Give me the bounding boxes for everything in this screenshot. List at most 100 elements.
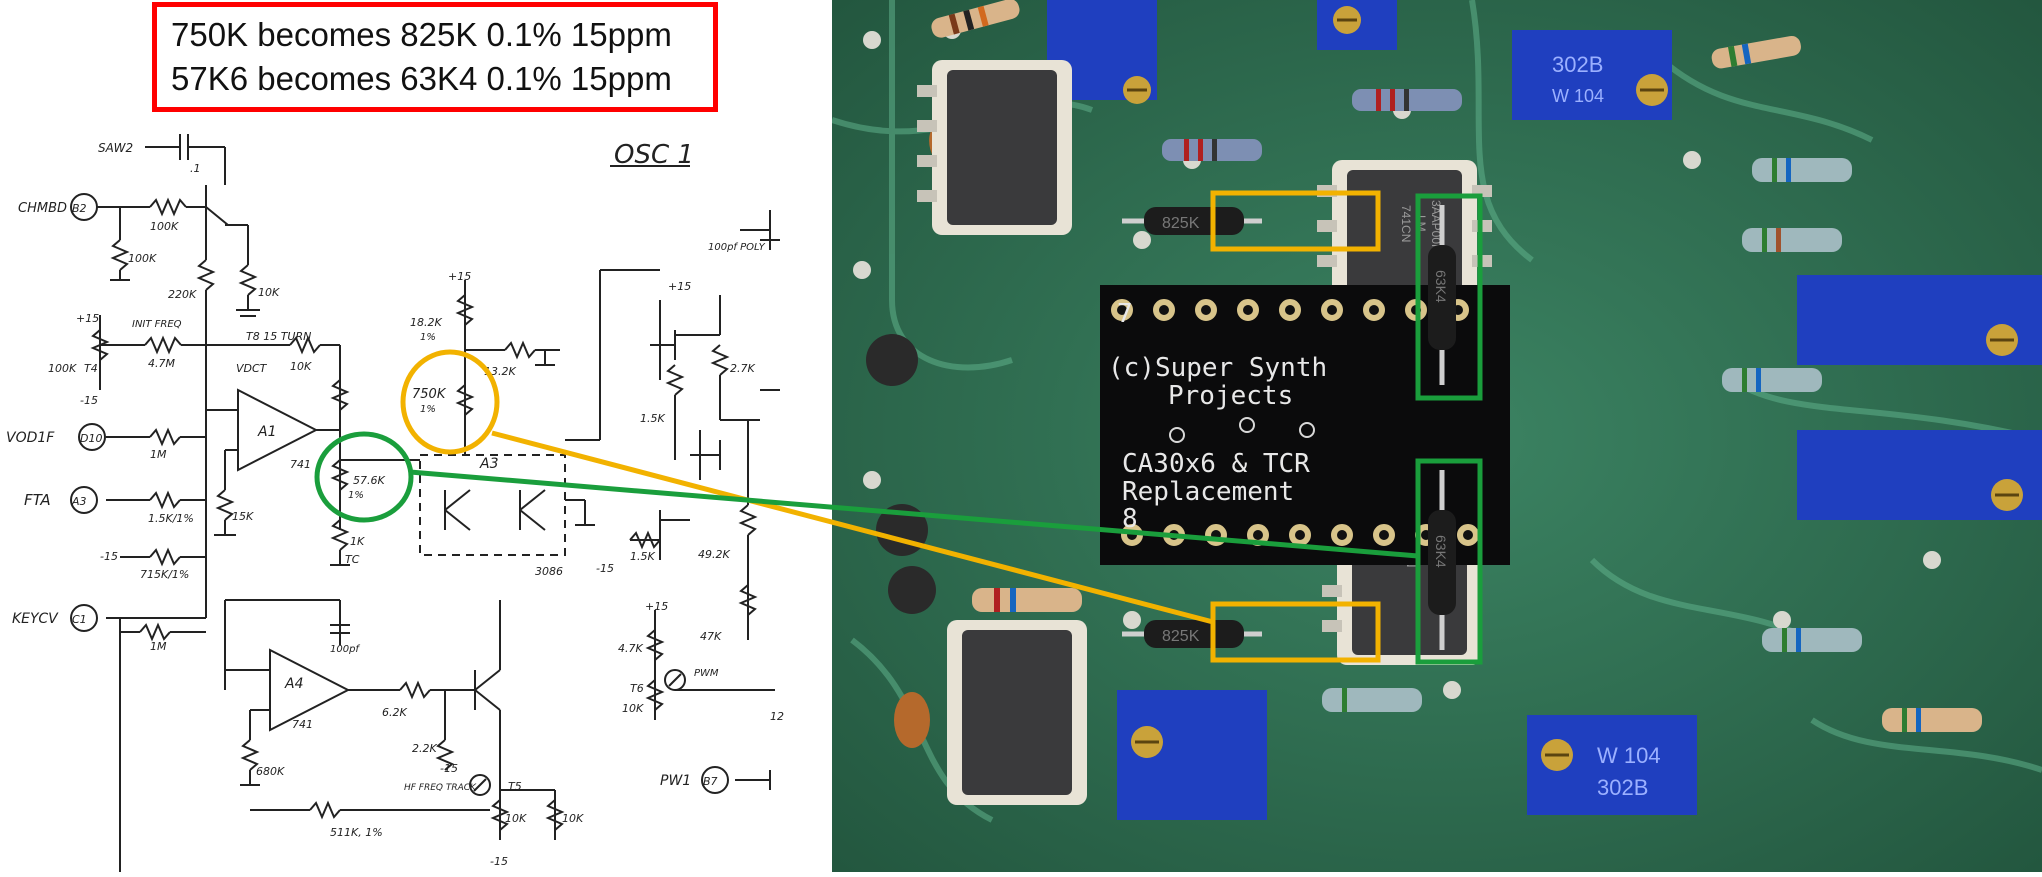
pwm-label: PWM [694,668,719,679]
schematic-title: OSC 1 [614,140,694,170]
trim-t4: T4 [84,362,98,375]
r-1m-a: 1M [150,448,167,461]
r-47k-b: 47K [700,630,722,643]
highlight-box-green-top [1415,193,1483,401]
r-715k: 715K/1% [140,568,189,581]
r-49-2k: 49.2K [698,548,730,561]
r-18-2k-tol: 1% [420,332,436,343]
pcb-photo: 302B W 104 W 104 302B [831,0,2042,872]
voltage-12: 12 [770,710,784,723]
r-57-6k-tol: 1% [348,490,364,501]
r-13-2k: 13.2K [484,365,516,378]
resistor-63k4-bottom: 63K4 [1428,470,1456,650]
r-18-2k: 18.2K [410,316,442,329]
r-1-5k-b: 1.5K [640,412,665,425]
r-1m-b: 1M [150,640,167,653]
voltage-p15-d: +15 [645,600,668,613]
callout-line-1: 750K becomes 825K 0.1% 15ppm [171,16,672,53]
trimmer-label-top: 302B [1552,52,1603,77]
port-c1: C1 [72,613,87,626]
t8-val: 10K [290,360,312,373]
label-keycv: KEYCV [12,611,59,627]
voltage-m15-c: -15 [596,562,614,575]
label-chmbd: CHMBD [18,201,67,216]
t8-label: T8 15 TURN [246,330,311,343]
r-10k-a: 10K [258,286,280,299]
label-pw1: PW1 [660,773,691,789]
resistor-label-63k4-bottom: 63K4 [1433,535,1449,568]
c-100pf: 100pf [330,644,360,655]
schematic-drawing: OSC 1 B2 D10 A3 C1 B7 CHMBD VOD1F FTA KE… [6,134,784,872]
highlight-box-orange-top [1210,190,1381,252]
a4-label: A4 [284,676,303,692]
r-750k: 750K [412,387,447,402]
voltage-m15-d: -15 [440,762,458,775]
init-freq: INIT FREQ [132,319,182,330]
resistor-label-63k4-top: 63K4 [1433,270,1449,303]
t6-label: T6 [630,682,644,695]
trimmer-code-bottom: W 104 [1597,743,1661,768]
a3-part: 3086 [535,565,563,578]
r-1k-tc: 1K [350,535,365,548]
t5-label: T5 [508,780,522,793]
r-47k-a: 4.7K [618,642,643,655]
chip-bottom-left [947,620,1087,805]
voltage-p15-a: +15 [76,312,99,325]
r-100k-a: 100K [150,220,179,233]
resistor-label-bottom: 825K [1162,628,1200,645]
r-4-7m: 4.7M [148,357,175,370]
r-6-2k: 6.2K [382,706,407,719]
schematic-panel: OSC 1 B2 D10 A3 C1 B7 CHMBD VOD1F FTA KE… [0,0,832,872]
poly-cap: 100pf POLY [708,242,766,253]
voltage-m15-e: -15 [490,855,508,868]
adapter-text-2: Projects [1168,381,1293,411]
trimmer-top: 302B W 104 [1512,30,1672,120]
trimmer-code-top: W 104 [1552,86,1604,106]
r-2-7k: 2.7K [730,362,755,375]
r-15k: 15K [232,510,254,523]
adapter-text-4: Replacement [1122,477,1294,507]
r-10k-c: 10K [562,812,584,825]
port-b7: B7 [703,775,718,788]
trimmer-group: 302B W 104 W 104 302B [1047,0,2042,820]
a1-label: A1 [257,424,276,440]
chip-text-a3: 741CN [1399,205,1413,242]
r-1-5k-a: 1.5K/1% [148,512,194,525]
t6-val: 10K [622,702,644,715]
callout-line-2: 57K6 becomes 63K4 0.1% 15ppm [171,60,672,97]
highlight-box-orange-bottom [1210,601,1381,663]
vdct-label: VDCT [236,362,268,375]
adapter-text-3: CA30x6 & TCR [1122,449,1310,479]
port-b2: B2 [72,202,87,215]
trim-t4-val: 100K [48,362,77,375]
a1-part: 741 [290,458,311,471]
resistor-label-top: 825K [1162,215,1200,232]
pin-number-8: 8 [1122,504,1138,534]
cap-value: .1 [190,162,201,175]
trimmer-bottom: W 104 302B [1527,715,1697,815]
callout-box: 750K becomes 825K 0.1% 15ppm 57K6 become… [152,2,718,112]
tc-label: TC [345,553,360,566]
r-220k: 220K [168,288,197,301]
port-d10: D10 [80,432,102,445]
highlight-box-green-bottom [1415,458,1483,665]
voltage-p15-b: +15 [448,270,471,283]
voltage-m15-b: -15 [100,550,118,563]
a4-part: 741 [292,718,313,731]
chip-top-left [932,60,1072,235]
voltage-p15-c: +15 [668,280,691,293]
port-a3: A3 [71,495,87,508]
r-10k-t5: 10K [505,812,527,825]
r-750k-tol: 1% [420,404,436,415]
hf-track: HF FREQ TRACK [404,783,477,793]
pin-number-7: 7 [1117,299,1133,329]
resistor-825k-top: 825K [1122,207,1262,235]
voltage-m15-a: -15 [80,394,98,407]
adapter-text-1: (c)Super Synth [1108,353,1327,383]
r-511k: 511K, 1% [330,826,383,839]
trimmer-label-bottom: 302B [1597,775,1648,800]
r-1-5k-c: 1.5K [630,550,655,563]
pcb-drawing: 302B W 104 W 104 302B [831,0,2042,872]
r-2-2k: 2.2K [412,742,437,755]
label-vod1f: VOD1F [6,430,55,446]
